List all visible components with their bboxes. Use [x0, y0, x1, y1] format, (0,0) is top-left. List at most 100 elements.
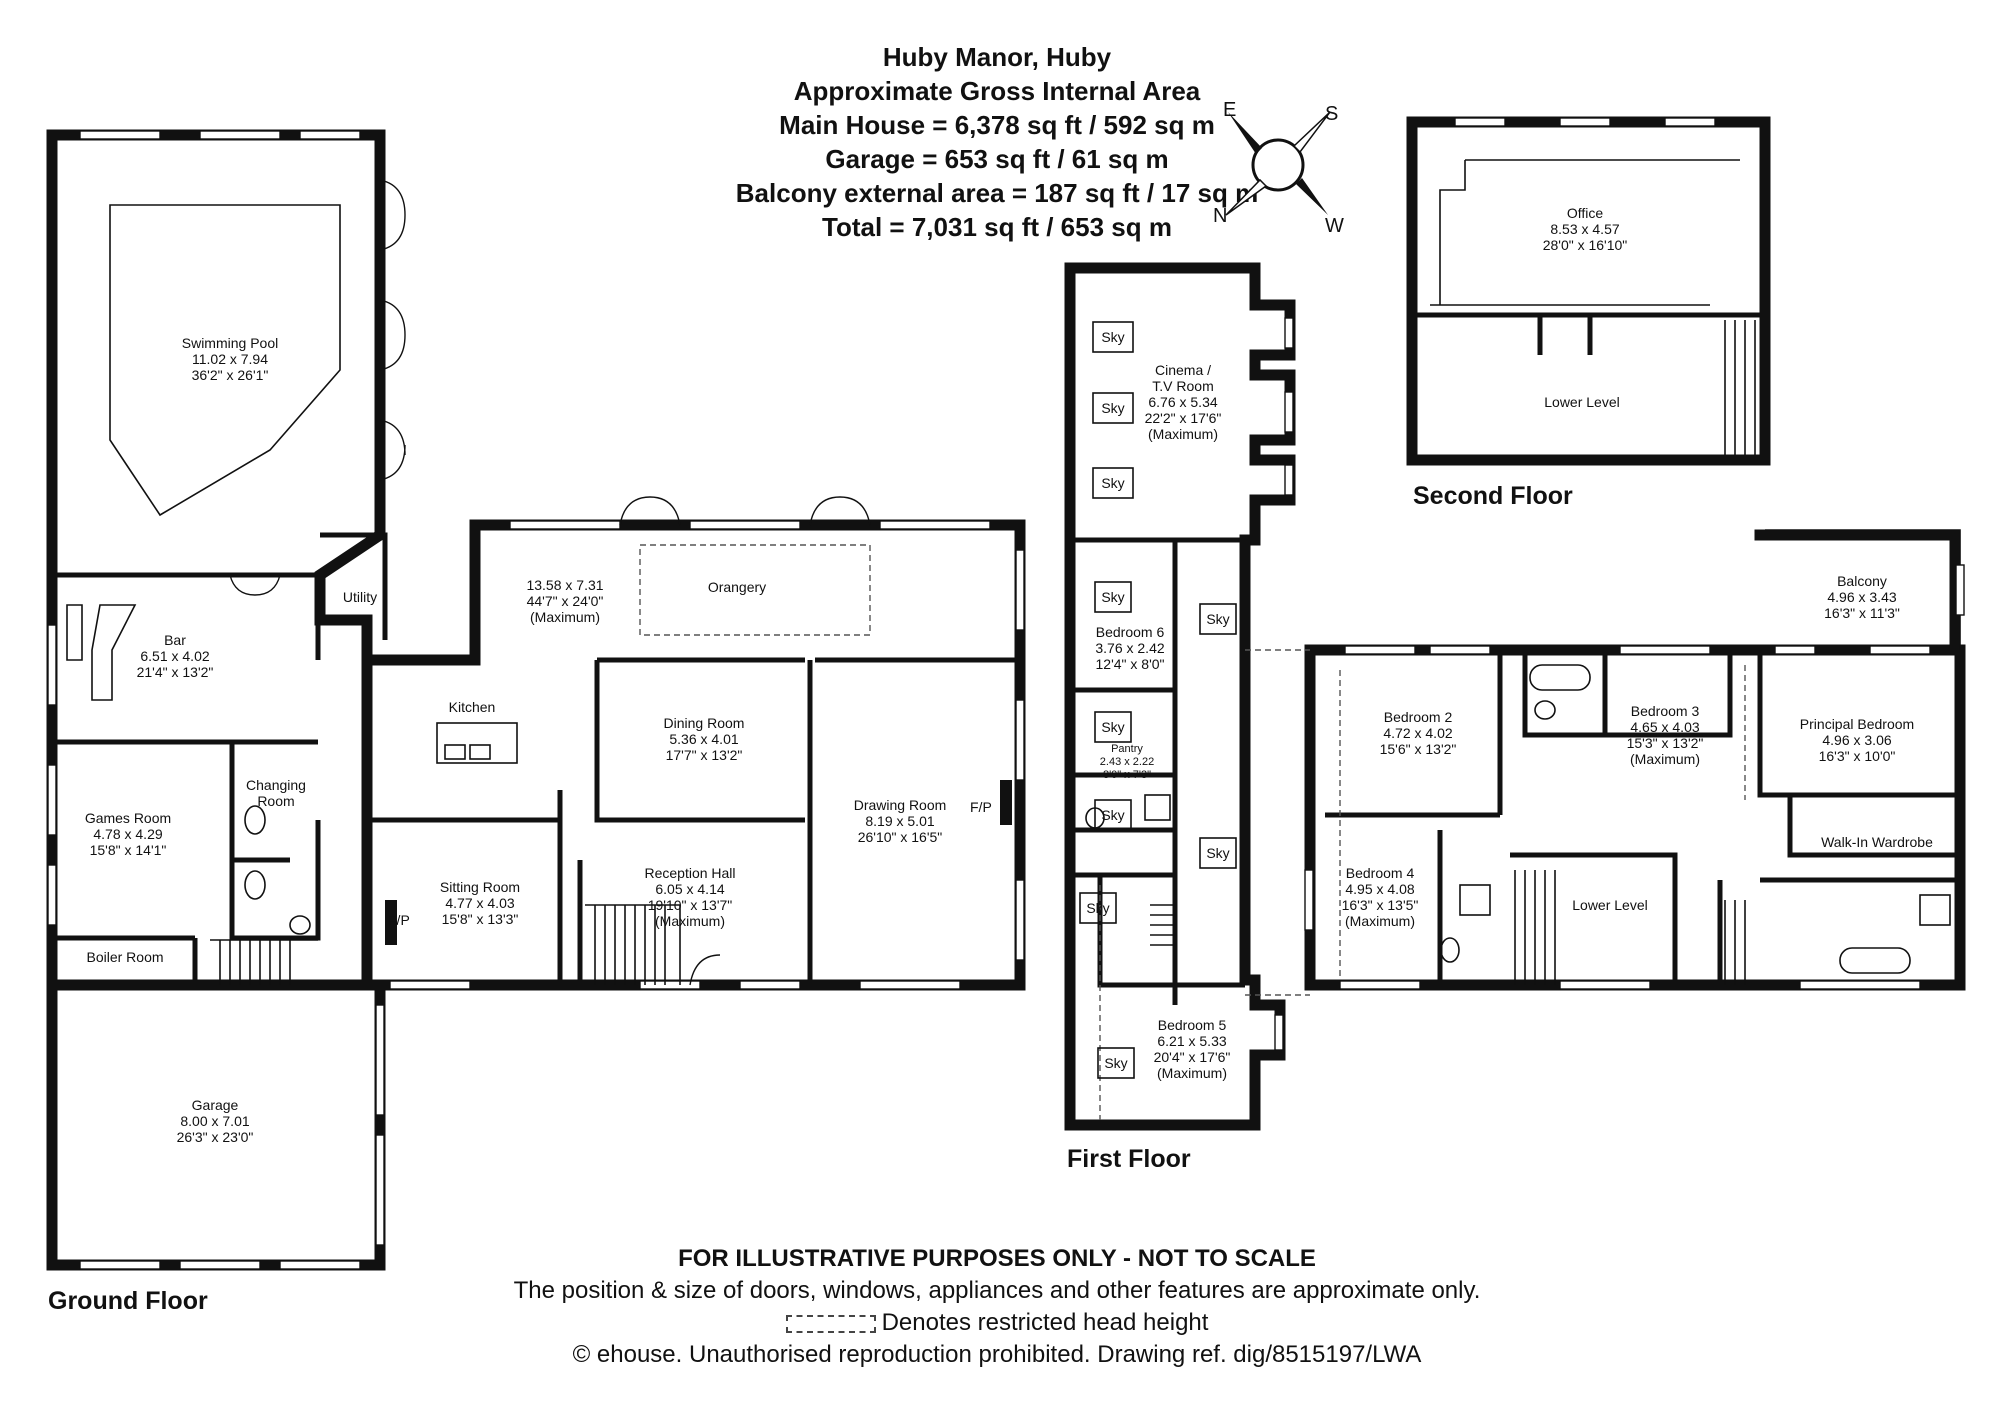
room-swimming-pool-metric: 11.02 x 7.94	[192, 351, 268, 367]
footer-copyright: © ehouse. Unauthorised reproduction proh…	[572, 1341, 1422, 1368]
room-reception-name: Reception Hall	[644, 865, 735, 881]
room-bed3-note: (Maximum)	[1630, 751, 1700, 767]
room-dining-name: Dining Room	[664, 715, 745, 731]
room-reception-note: (Maximum)	[655, 913, 725, 929]
room-balcony-imperial: 16'3" x 11'3"	[1824, 605, 1900, 621]
fireplace-label-drawing: F/P	[970, 799, 992, 815]
room-dining-imperial: 17'7" x 13'2"	[666, 747, 743, 763]
room-games-metric: 4.78 x 4.29	[93, 826, 162, 842]
room-office-imperial: 28'0" x 16'10"	[1543, 237, 1628, 253]
area-garage: Garage = 653 sq ft / 61 sq m	[825, 144, 1169, 174]
compass-e-label: E	[1223, 99, 1236, 121]
room-balcony-metric: 4.96 x 3.43	[1827, 589, 1896, 605]
room-utility-name: Utility	[343, 589, 377, 605]
skylight-label-9: Sky	[1086, 900, 1109, 916]
skylight-label-5: Sky	[1206, 611, 1229, 627]
room-dining-metric: 5.36 x 4.01	[669, 731, 738, 747]
room-bed2-name: Bedroom 2	[1384, 709, 1453, 725]
room-drawing-name: Drawing Room	[854, 797, 947, 813]
room-bed2-imperial: 15'6" x 13'2"	[1380, 741, 1457, 757]
skylight-label-7: Sky	[1101, 807, 1124, 823]
plan-subtitle: Approximate Gross Internal Area	[793, 76, 1201, 106]
area-main-house: Main House = 6,378 sq ft / 592 sq m	[779, 110, 1215, 140]
restricted-height-legend-icon	[785, 1314, 876, 1333]
room-drawing-imperial: 26'10" x 16'5"	[858, 829, 943, 845]
room-bed5-note: (Maximum)	[1157, 1065, 1227, 1081]
room-sitting-imperial: 15'8" x 13'3"	[442, 911, 519, 927]
room-bed3-imperial: 15'3" x 13'2"	[1627, 735, 1704, 751]
room-pantry-metric: 2.43 x 2.22	[1100, 756, 1154, 768]
room-pantry-name: Pantry	[1111, 743, 1143, 755]
plan-footer: FOR ILLUSTRATIVE PURPOSES ONLY - NOT TO …	[0, 1243, 1997, 1371]
room-sitting-metric: 4.77 x 4.03	[445, 895, 514, 911]
room-cinema-note: (Maximum)	[1148, 426, 1218, 442]
room-cinema-metric: 6.76 x 5.34	[1148, 394, 1217, 410]
room-bed4-imperial: 16'3" x 13'5"	[1342, 897, 1419, 913]
skylight-label-8: Sky	[1206, 845, 1229, 861]
area-total: Total = 7,031 sq ft / 653 sq m	[822, 212, 1172, 242]
skylight-label-2: Sky	[1101, 400, 1124, 416]
room-games-imperial: 15'8" x 14'1"	[90, 842, 167, 858]
room-cinema-name: Cinema /	[1155, 362, 1211, 378]
area-balcony: Balcony external area = 187 sq ft / 17 s…	[735, 178, 1259, 208]
room-orangery-name: Orangery	[708, 579, 766, 595]
floor-label-second: Second Floor	[1413, 482, 1573, 510]
room-balcony-name: Balcony	[1837, 573, 1887, 589]
footer-disclaimer: FOR ILLUSTRATIVE PURPOSES ONLY - NOT TO …	[678, 1245, 1316, 1272]
skylight-label-3: Sky	[1101, 475, 1124, 491]
footer-note: The position & size of doors, windows, a…	[513, 1277, 1481, 1304]
second-floor-plan: Office 8.53 x 4.57 28'0" x 16'10" Lower …	[1406, 116, 1771, 466]
room-drawing-metric: 8.19 x 5.01	[865, 813, 934, 829]
room-bed6-imperial: 12'4" x 8'0"	[1096, 656, 1165, 672]
room-changing-name-2: Room	[257, 793, 294, 809]
plan-header: Huby Manor, Huby Approximate Gross Inter…	[0, 40, 1997, 244]
room-garage-imperial: 26'3" x 23'0"	[177, 1129, 254, 1145]
room-pantry-imperial: 8'0" x 7'3"	[1103, 769, 1151, 781]
room-bed5-imperial: 20'4" x 17'6"	[1154, 1049, 1231, 1065]
room-swimming-pool-imperial: 36'2" x 26'1"	[192, 367, 269, 383]
room-bed4-name: Bedroom 4	[1346, 865, 1415, 881]
plan-title: Huby Manor, Huby	[882, 42, 1112, 72]
room-walkin-name: Walk-In Wardrobe	[1821, 834, 1933, 850]
room-bar-metric: 6.51 x 4.02	[140, 648, 209, 664]
compass-s-label: S	[1325, 103, 1338, 125]
compass-icon: E S N W	[1213, 99, 1344, 237]
room-reception-metric: 6.05 x 4.14	[655, 881, 724, 897]
room-principal-name: Principal Bedroom	[1800, 716, 1914, 732]
fireplace-label-sitting: F/P	[388, 912, 410, 928]
room-bed6-metric: 3.76 x 2.42	[1095, 640, 1164, 656]
room-bed5-metric: 6.21 x 5.33	[1157, 1033, 1226, 1049]
room-kitchen-name: Kitchen	[449, 699, 496, 715]
room-lower-level-second: Lower Level	[1544, 394, 1620, 410]
room-changing-name: Changing	[246, 777, 306, 793]
compass-n-label: N	[1213, 205, 1227, 227]
ground-floor-plan: Swimming Pool 11.02 x 7.94 36'2" x 26'1"…	[46, 129, 1026, 1271]
room-sitting-name: Sitting Room	[440, 879, 520, 895]
skylight-label-1: Sky	[1101, 329, 1124, 345]
room-bed4-note: (Maximum)	[1345, 913, 1415, 929]
room-bed6-name: Bedroom 6	[1096, 624, 1165, 640]
room-reception-imperial: 19'10" x 13'7"	[648, 897, 733, 913]
room-boiler-name: Boiler Room	[86, 949, 163, 965]
floor-label-first: First Floor	[1067, 1145, 1191, 1173]
footer-legend-text: Denotes restricted head height	[881, 1309, 1209, 1336]
room-bed5-name: Bedroom 5	[1158, 1017, 1227, 1033]
room-kitchen-area-metric: 13.58 x 7.31	[526, 577, 603, 593]
room-principal-metric: 4.96 x 3.06	[1822, 732, 1891, 748]
room-garage-name: Garage	[192, 1097, 239, 1113]
skylight-label-6: Sky	[1101, 719, 1124, 735]
room-office-metric: 8.53 x 4.57	[1550, 221, 1619, 237]
room-bed4-metric: 4.95 x 4.08	[1345, 881, 1414, 897]
room-games-name: Games Room	[85, 810, 171, 826]
floor-label-ground: Ground Floor	[48, 1287, 208, 1315]
room-kitchen-area-imperial: 44'7" x 24'0"	[527, 593, 604, 609]
room-cinema-imperial: 22'2" x 17'6"	[1145, 410, 1222, 426]
skylight-label-4: Sky	[1101, 589, 1124, 605]
room-swimming-pool-name: Swimming Pool	[182, 335, 278, 351]
room-principal-imperial: 16'3" x 10'0"	[1819, 748, 1896, 764]
room-office-name: Office	[1567, 205, 1604, 221]
footer-legend: Denotes restricted head height	[0, 1307, 1997, 1339]
room-bed2-metric: 4.72 x 4.02	[1383, 725, 1452, 741]
skylight-label-10: Sky	[1104, 1055, 1127, 1071]
